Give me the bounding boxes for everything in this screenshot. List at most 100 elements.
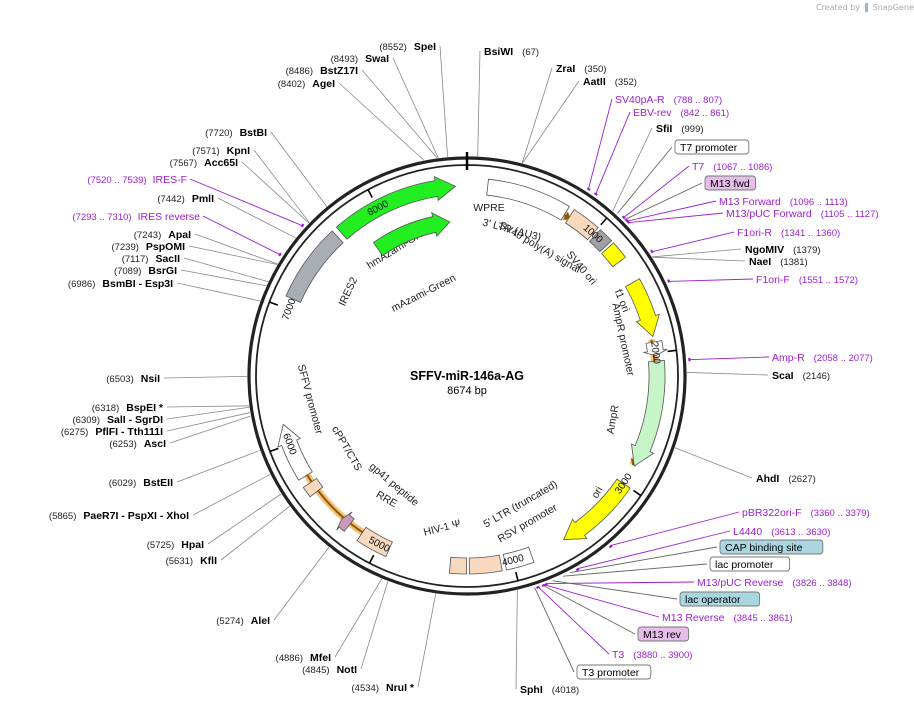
enzyme-site-sfii[interactable]: SfiI(999) [612,123,704,212]
primer-m13-forward[interactable]: M13 Forward(1096 .. 1113) [625,196,848,223]
enzyme-site-swai[interactable]: (8493)SwaI [331,53,439,159]
primer-label[interactable]: CAP binding site [725,542,803,554]
enzyme-label[interactable]: (7567)Acc65I [170,157,238,169]
feature-sffv-promoter[interactable]: SFFV promoter [277,363,325,481]
enzyme-site-naei[interactable]: NaeI(1381) [652,256,808,268]
enzyme-label[interactable]: (7089)BsrGI [114,265,177,277]
enzyme-site-acc65i[interactable]: (7567)Acc65I [170,157,310,224]
primer-label[interactable]: lac promoter [715,559,774,571]
enzyme-label[interactable]: (7571)KpnI [192,145,250,157]
enzyme-site-alei[interactable]: (5274)AleI [216,547,330,627]
enzyme-label[interactable]: NgoMIV(1379) [745,244,821,256]
enzyme-label[interactable]: AhdI(2627) [756,473,816,485]
enzyme-label[interactable]: ScaI(2146) [772,370,830,382]
primer-label[interactable]: Amp-R(2058 .. 2077) [772,352,873,364]
enzyme-site-mfei[interactable]: (4886)MfeI [276,578,383,664]
enzyme-site-pspomi[interactable]: (7239)PspOMI [111,241,278,265]
enzyme-site-asci[interactable]: (6253)AscI [109,415,251,450]
feature-ampr[interactable]: AmpR [605,360,666,467]
feature-shape[interactable] [336,511,355,532]
feature-shape[interactable] [502,546,535,571]
enzyme-label[interactable]: (6029)BstEII [109,477,173,489]
primer-t7-promoter[interactable]: T7 promoter [617,139,750,214]
enzyme-label[interactable]: (8493)SwaI [331,53,389,65]
primer-amp-r[interactable]: Amp-R(2058 .. 2077) [688,352,873,364]
primer-cap-binding-site[interactable]: CAP binding site [570,539,824,574]
enzyme-label[interactable]: (6253)AscI [109,438,166,450]
enzyme-site-kfli[interactable]: (5631)KflI [166,505,290,567]
enzyme-label[interactable]: (7243)ApaI [134,229,191,241]
feature-shape[interactable] [630,360,666,467]
feature-cppt-cts[interactable]: cPPT/CTS [302,424,364,498]
primer-m13-reverse[interactable]: M13 Reverse(3845 .. 3861) [541,583,793,624]
enzyme-site-ngomiv[interactable]: NgoMIV(1379) [651,244,821,258]
feature-shape[interactable] [302,477,324,498]
enzyme-label[interactable]: (8402)AgeI [278,78,335,90]
feature-shape[interactable] [356,526,393,558]
enzyme-label[interactable]: (5274)AleI [216,615,270,627]
primer-label[interactable]: T3(3880 .. 3900) [612,649,692,661]
enzyme-site-kpni[interactable]: (7571)KpnI [192,145,310,223]
feature-shape[interactable] [565,208,599,241]
primer-label[interactable]: M13 rev [643,629,682,641]
primer-ires-f[interactable]: (7520 .. 7539)IRES-F [87,174,305,228]
primer-l4440[interactable]: L4440(3613 .. 3630) [575,526,830,572]
primer-sv40pa-r[interactable]: SV40pA-R(788 .. 807) [586,94,722,191]
enzyme-site-sali-sgrdi[interactable]: (6309)SalI - SgrDI [73,406,250,426]
enzyme-label[interactable]: (6503)NsiI [106,373,160,385]
enzyme-label[interactable]: (4845)NotI [302,664,357,676]
primer-label[interactable]: M13 Reverse(3845 .. 3861) [662,612,793,624]
enzyme-site-bstz17i[interactable]: (8486)BstZ17I [286,65,438,159]
enzyme-label[interactable]: (7239)PspOMI [111,241,185,253]
feature-hiv-1[interactable]: HIV-1 Ψ [422,517,468,575]
enzyme-site-agei[interactable]: (8402)AgeI [278,78,425,161]
enzyme-site-scai[interactable]: ScaI(2146) [686,370,830,382]
enzyme-label[interactable]: (4534)NruI * [352,682,415,694]
primer-m13-rev[interactable]: M13 rev [541,584,690,642]
primer-label[interactable]: EBV-rev(842 .. 861) [633,107,729,119]
enzyme-label[interactable]: (7442)PmlI [157,193,214,205]
primer-label[interactable]: M13/pUC Forward(1105 .. 1127) [726,208,879,220]
feature-shape[interactable] [285,230,344,303]
enzyme-label[interactable]: (4886)MfeI [276,652,332,664]
enzyme-label[interactable]: (7720)BstBI [205,127,267,139]
primer-label[interactable]: F1ori-R(1341 .. 1360) [737,227,840,239]
feature-shape[interactable] [589,229,613,253]
feature-shape[interactable] [277,423,313,481]
enzyme-label[interactable]: (7117)SacII [122,253,180,265]
primer-f1ori-r[interactable]: F1ori-R(1341 .. 1360) [650,227,840,254]
primer-label[interactable]: (7520 .. 7539)IRES-F [87,174,187,186]
primer-label[interactable]: F1ori-F(1551 .. 1572) [756,274,858,286]
enzyme-label[interactable]: SphI(4018) [520,684,579,696]
primer-label[interactable]: M13 Forward(1096 .. 1113) [719,196,848,208]
primer-label[interactable]: (7293 .. 7310)IRES reverse [72,211,200,223]
feature-shape[interactable] [625,278,660,338]
enzyme-site-hpai[interactable]: (5725)HpaI [147,493,282,551]
primer-m13-puc-forward[interactable]: M13/pUC Forward(1105 .. 1127) [626,208,879,224]
feature-shape[interactable] [448,556,468,575]
feature-ires2[interactable]: IRES2 [285,230,360,308]
primer-label[interactable]: T7 promoter [680,142,738,154]
enzyme-site-bsrgi[interactable]: (7089)BsrGI [114,265,267,287]
feature-shape[interactable] [563,478,631,540]
enzyme-site-spei[interactable]: (8552)SpeI [379,41,448,157]
primer-label[interactable]: SV40pA-R(788 .. 807) [615,94,722,106]
enzyme-site-paer7i-pspxi-xhoi[interactable]: (5865)PaeR7I - PspXI - XhoI [49,474,271,522]
enzyme-label[interactable]: (5631)KflI [166,555,217,567]
enzyme-site-noti[interactable]: (4845)NotI [302,581,389,676]
primer-label[interactable]: M13/pUC Reverse(3826 .. 3848) [697,577,852,589]
enzyme-site-bsteii[interactable]: (6029)BstEII [109,450,261,489]
enzyme-site-bsiwi[interactable]: BsiWI(67) [477,46,539,157]
enzyme-site-pflfi-tth111i[interactable]: (6275)PflFI - Tth111I [61,412,251,438]
feature-mazami-green[interactable]: mAzami-Green [372,212,458,315]
enzyme-label[interactable]: (6275)PflFI - Tth111I [61,426,163,438]
primer-label[interactable]: M13 fwd [710,178,750,190]
feature-ori[interactable]: ori [563,478,631,540]
feature-wpre[interactable]: WPRE [473,178,570,221]
feature-shape[interactable] [601,242,626,268]
feature-shape[interactable] [486,178,570,221]
primer-f1ori-f[interactable]: F1ori-F(1551 .. 1572) [667,274,858,286]
enzyme-label[interactable]: (6318)BspEI * [92,402,164,414]
primer-t3-promoter[interactable]: T3 promoter [534,587,652,680]
enzyme-label[interactable]: SfiI(999) [656,123,704,135]
